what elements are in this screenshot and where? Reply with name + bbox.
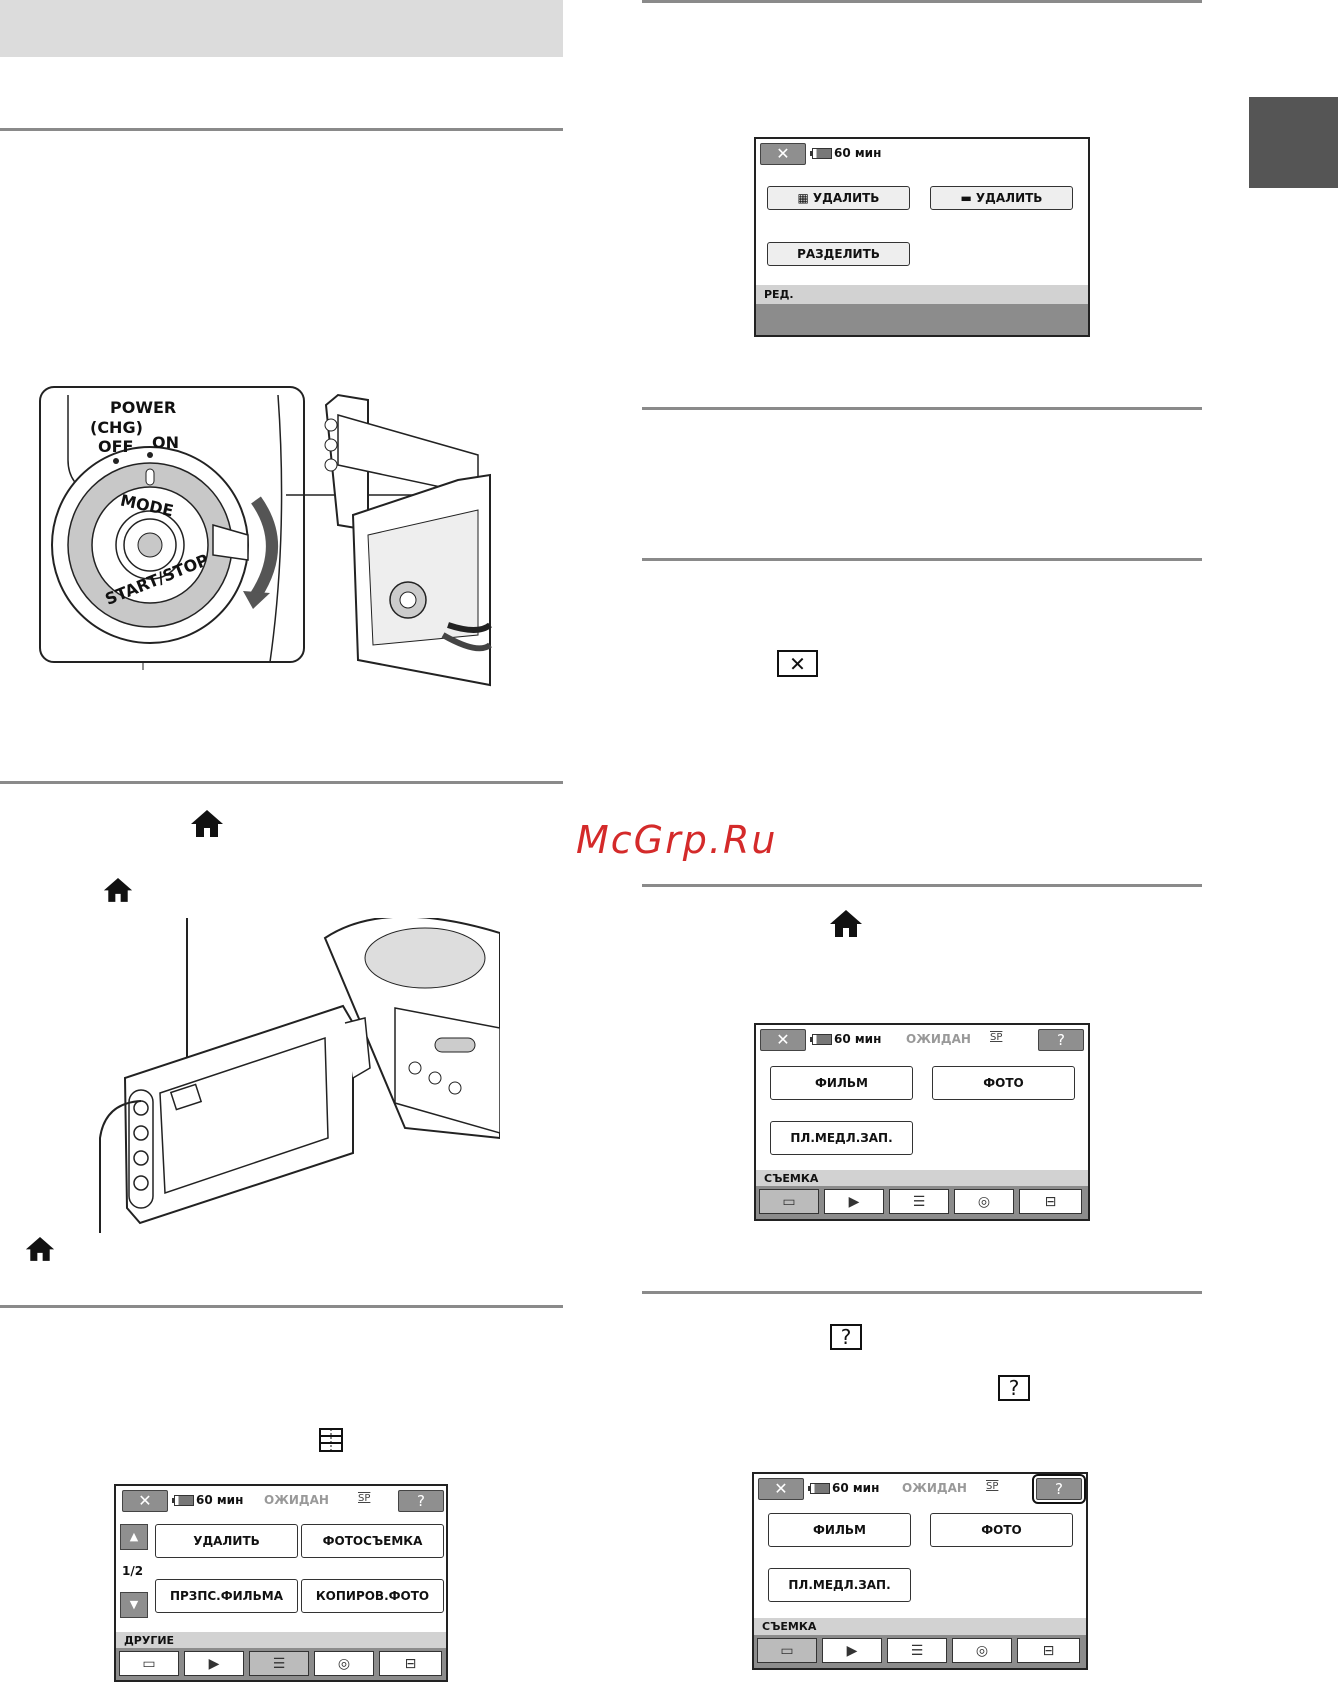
tab-settings[interactable]: ⊟ bbox=[379, 1651, 442, 1676]
dial-on-label: ON bbox=[152, 433, 179, 452]
split-button[interactable]: РАЗДЕЛИТЬ bbox=[767, 242, 910, 266]
category-tabs: ▭ ▶ ☰ ◎ ⊟ bbox=[116, 1648, 446, 1680]
category-label: ДРУГИЕ bbox=[116, 1632, 446, 1650]
delete-photo-button[interactable]: ▬ УДАЛИТЬ bbox=[930, 186, 1073, 210]
camcorder-lcd-illustration bbox=[99, 918, 500, 1233]
smooth-slow-rec-button[interactable]: ПЛ.МЕДЛ.ЗАП. bbox=[768, 1568, 911, 1602]
movie-button[interactable]: ФИЛЬМ bbox=[770, 1066, 913, 1100]
divider bbox=[0, 128, 563, 131]
lcd-screen-other: ✕ 60 мин ОЖИДАН SP ? ▲ 1/2 ▼ УДАЛИТЬ ФОТ… bbox=[114, 1484, 448, 1682]
tab-manage[interactable]: ◎ bbox=[954, 1189, 1014, 1214]
battery-icon bbox=[808, 1483, 830, 1494]
page-indicator: 1/2 bbox=[122, 1564, 144, 1578]
battery-icon bbox=[810, 148, 832, 159]
divider bbox=[642, 558, 1202, 561]
close-button[interactable]: ✕ bbox=[760, 143, 806, 165]
movie-button[interactable]: ФИЛЬМ bbox=[768, 1513, 911, 1547]
divider bbox=[0, 1305, 563, 1308]
close-button[interactable]: ✕ bbox=[760, 1029, 806, 1051]
status-text: ОЖИДАН bbox=[902, 1481, 967, 1495]
divider bbox=[642, 1291, 1202, 1294]
tab-other[interactable]: ☰ bbox=[887, 1638, 947, 1663]
divider bbox=[642, 407, 1202, 410]
home-icon bbox=[191, 810, 223, 837]
lcd-screen-shooting-help: ✕ 60 мин ОЖИДАН SP ? ФИЛЬМ ФОТО ПЛ.МЕДЛ.… bbox=[752, 1472, 1088, 1670]
divider bbox=[642, 884, 1202, 887]
lcd-screen-shooting: ✕ 60 мин ОЖИДАН SP ? ФИЛЬМ ФОТО ПЛ.МЕДЛ.… bbox=[754, 1023, 1090, 1221]
dial-power-label: POWER bbox=[110, 398, 177, 417]
close-button[interactable]: ✕ bbox=[758, 1478, 804, 1500]
power-switch-illustration bbox=[39, 386, 492, 687]
smooth-slow-rec-button[interactable]: ПЛ.МЕДЛ.ЗАП. bbox=[770, 1121, 913, 1155]
quality-indicator: SP bbox=[990, 1032, 1003, 1043]
home-icon bbox=[103, 878, 133, 902]
tab-shooting[interactable]: ▭ bbox=[757, 1638, 817, 1663]
tab-settings[interactable]: ⊟ bbox=[1019, 1189, 1082, 1214]
tab-view[interactable]: ▶ bbox=[824, 1189, 884, 1214]
close-button[interactable]: ✕ bbox=[122, 1490, 168, 1512]
home-icon bbox=[25, 1237, 55, 1261]
tab-view[interactable]: ▶ bbox=[184, 1651, 244, 1676]
scroll-down-button[interactable]: ▼ bbox=[120, 1592, 148, 1618]
tab-manage[interactable]: ◎ bbox=[314, 1651, 374, 1676]
category-tabs: ▭ ▶ ☰ ◎ ⊟ bbox=[754, 1635, 1086, 1668]
header-band bbox=[0, 0, 563, 57]
recording-time: 60 мин bbox=[834, 146, 882, 160]
dial-off-label: OFF bbox=[98, 437, 134, 456]
help-button[interactable]: ? bbox=[1032, 1474, 1086, 1504]
category-tabs: ▭ ▶ ☰ ◎ ⊟ bbox=[756, 1186, 1088, 1219]
help-icon: ? bbox=[998, 1375, 1030, 1401]
close-icon: ✕ bbox=[777, 650, 818, 677]
delete-button[interactable]: УДАЛИТЬ bbox=[155, 1524, 298, 1558]
status-text: ОЖИДАН bbox=[906, 1032, 971, 1046]
category-label: СЪЕМКА bbox=[756, 1170, 1088, 1188]
photo-copy-button[interactable]: КОПИРОВ.ФОТО bbox=[301, 1579, 444, 1613]
divider bbox=[0, 781, 563, 784]
bottom-bar bbox=[756, 304, 1088, 335]
help-button[interactable]: ? bbox=[1038, 1029, 1084, 1051]
status-text: ОЖИДАН bbox=[264, 1493, 329, 1507]
tab-other[interactable]: ☰ bbox=[249, 1651, 309, 1676]
recording-time: 60 мин bbox=[196, 1493, 244, 1507]
photo-icon: ▬ bbox=[960, 191, 972, 205]
photo-button[interactable]: ФОТО bbox=[932, 1066, 1075, 1100]
delete-movie-button[interactable]: ▦ УДАЛИТЬ bbox=[767, 186, 910, 210]
battery-icon bbox=[810, 1034, 832, 1045]
delete-movie-label: УДАЛИТЬ bbox=[812, 191, 880, 205]
movie-dub-button[interactable]: ПРЗПС.ФИЛЬМА bbox=[155, 1579, 298, 1613]
watermark: McGrp.Ru bbox=[576, 818, 778, 862]
divider bbox=[642, 0, 1202, 3]
film-icon: ▦ bbox=[797, 191, 809, 205]
photo-button[interactable]: ФОТО bbox=[930, 1513, 1073, 1547]
help-icon: ? bbox=[830, 1324, 862, 1350]
scroll-up-button[interactable]: ▲ bbox=[120, 1524, 148, 1550]
delete-photo-label: УДАЛИТЬ bbox=[975, 191, 1043, 205]
recording-time: 60 мин bbox=[834, 1032, 882, 1046]
help-button[interactable]: ? bbox=[398, 1490, 444, 1512]
tab-other[interactable]: ☰ bbox=[889, 1189, 949, 1214]
photo-capture-button[interactable]: ФОТОСЪЕМКА bbox=[301, 1524, 444, 1558]
tab-shooting[interactable]: ▭ bbox=[759, 1189, 819, 1214]
quality-indicator: SP bbox=[358, 1493, 371, 1504]
menu-list-icon bbox=[319, 1428, 343, 1452]
category-label: СЪЕМКА bbox=[754, 1618, 1086, 1636]
battery-icon bbox=[172, 1495, 194, 1506]
tab-manage[interactable]: ◎ bbox=[952, 1638, 1012, 1663]
home-icon bbox=[830, 910, 862, 937]
recording-time: 60 мин bbox=[832, 1481, 880, 1495]
section-tab bbox=[1249, 97, 1338, 188]
quality-indicator: SP bbox=[986, 1481, 999, 1492]
tab-settings[interactable]: ⊟ bbox=[1017, 1638, 1080, 1663]
dial-chg-label: (CHG) bbox=[90, 418, 143, 437]
tab-view[interactable]: ▶ bbox=[822, 1638, 882, 1663]
category-label: РЕД. bbox=[756, 285, 1088, 305]
tab-shooting[interactable]: ▭ bbox=[119, 1651, 179, 1676]
lcd-screen-edit: ✕ 60 мин ▦ УДАЛИТЬ ▬ УДАЛИТЬ РАЗДЕЛИТЬ Р… bbox=[754, 137, 1090, 337]
